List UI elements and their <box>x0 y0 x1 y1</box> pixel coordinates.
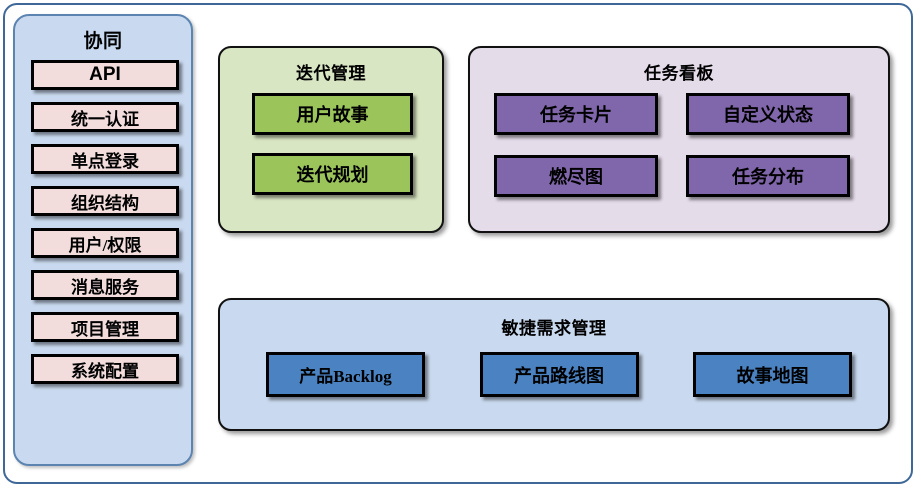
taskboard-item-burndown-chart[interactable]: 燃尽图 <box>494 155 658 197</box>
sidebar-item-message-service[interactable]: 消息服务 <box>31 270 179 300</box>
iteration-item-iteration-planning[interactable]: 迭代规划 <box>252 153 413 195</box>
task-board-item-grid: 任务卡片 自定义状态 燃尽图 任务分布 <box>494 93 870 197</box>
panel-iteration-title: 迭代管理 <box>296 64 366 83</box>
sidebar-item-user-permission[interactable]: 用户/权限 <box>31 228 179 258</box>
taskboard-item-task-card[interactable]: 任务卡片 <box>494 93 658 135</box>
agile-item-product-roadmap[interactable]: 产品路线图 <box>479 352 639 397</box>
panel-collaboration-title: 协同 <box>83 31 123 52</box>
sidebar-item-api[interactable]: API <box>31 60 179 90</box>
panel-task-board[interactable]: 任务看板 任务卡片 自定义状态 燃尽图 任务分布 <box>468 46 890 233</box>
agile-item-story-map[interactable]: 故事地图 <box>693 352 852 397</box>
iteration-item-list: 用户故事 迭代规划 <box>252 93 413 213</box>
panel-agile-requirement-management[interactable]: 敏捷需求管理 产品Backlog 产品路线图 故事地图 <box>218 298 890 431</box>
taskboard-item-custom-status[interactable]: 自定义状态 <box>686 93 850 135</box>
panel-collaboration[interactable]: 协同 API 统一认证 单点登录 组织结构 用户/权限 消息服务 项目管理 系统… <box>13 14 193 466</box>
sidebar-item-system-config[interactable]: 系统配置 <box>31 354 179 384</box>
panel-agile-title: 敏捷需求管理 <box>501 319 607 338</box>
panel-task-board-title: 任务看板 <box>644 64 714 83</box>
agile-item-row: 产品Backlog 产品路线图 故事地图 <box>266 352 852 397</box>
panel-iteration-management[interactable]: 迭代管理 用户故事 迭代规划 <box>218 46 444 233</box>
sidebar-item-org-structure[interactable]: 组织结构 <box>31 186 179 216</box>
iteration-item-user-story[interactable]: 用户故事 <box>252 93 413 135</box>
sidebar-item-single-sign-on[interactable]: 单点登录 <box>31 144 179 174</box>
taskboard-item-task-distribution[interactable]: 任务分布 <box>686 155 850 197</box>
sidebar-item-unified-auth[interactable]: 统一认证 <box>31 102 179 132</box>
collaboration-item-list: API 统一认证 单点登录 组织结构 用户/权限 消息服务 项目管理 系统配置 <box>31 60 179 396</box>
agile-item-product-backlog[interactable]: 产品Backlog <box>266 352 425 397</box>
sidebar-item-project-management[interactable]: 项目管理 <box>31 312 179 342</box>
